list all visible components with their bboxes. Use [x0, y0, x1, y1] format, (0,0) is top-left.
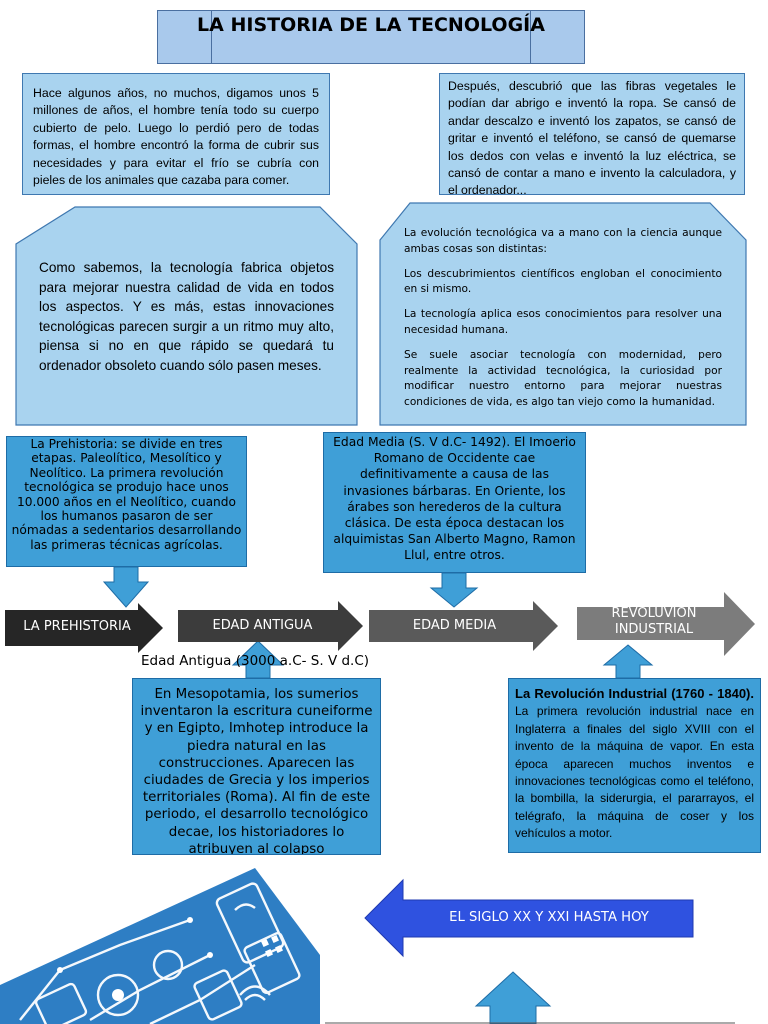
label-industrial-line2: INDUSTRIAL [614, 622, 694, 637]
prehistoria-box: La Prehistoria: se divide en tres etapas… [6, 436, 247, 567]
quality-text: Como sabemos, la tecnología fabrica obje… [39, 260, 334, 373]
antigua-box: En Mesopotamia, los sumerios inventaron … [132, 678, 381, 855]
label-industrial: REVOLUVION INDUSTRIAL [579, 606, 729, 638]
up-arrow-bottom [474, 971, 552, 1024]
label-antigua: EDAD ANTIGUA [212, 618, 313, 633]
arrow-industrial [577, 592, 755, 656]
industrial-box: La Revolución Industrial (1760 - 1840). … [508, 678, 761, 853]
page-title: LA HISTORIA DE LA TECNOLOGÍA [157, 10, 585, 64]
quality-box-shape [15, 206, 358, 426]
science-box: La evolución tecnológica va a mano con l… [404, 226, 722, 426]
science-point-2: La tecnología aplica esos conocimientos … [404, 308, 722, 336]
inventions-text: Después, descubrió que las fibras vegeta… [448, 79, 736, 195]
label-media: EDAD MEDIA [412, 618, 497, 633]
arrow-antigua [178, 601, 363, 651]
label-prehistoria: LA PREHISTORIA [23, 619, 131, 634]
antigua-heading: Edad Antigua (3000 a.C- S. V d.C) [140, 653, 370, 669]
label-siglo: EL SIGLO XX Y XXI HASTA HOY [449, 910, 649, 925]
technology-illustration [0, 868, 320, 1024]
up-arrow-industrial [602, 644, 654, 679]
industrial-heading: La Revolución Industrial (1760 - 1840). [515, 686, 754, 701]
arrow-prehistoria [5, 603, 163, 653]
inventions-box: Después, descubrió que las fibras vegeta… [439, 73, 745, 195]
quality-box: Como sabemos, la tecnología fabrica obje… [39, 258, 334, 408]
science-point-3: Se suele asociar tecnología con modernid… [404, 348, 722, 409]
down-arrow-prehistoria [102, 566, 150, 608]
media-box: Edad Media (S. V d.C- 1492). El Imoerio … [323, 432, 586, 573]
antigua-text: En Mesopotamia, los sumerios inventaron … [140, 687, 373, 855]
prehistoria-text: La Prehistoria: se divide en tres etapas… [11, 437, 242, 552]
media-text: Edad Media (S. V d.C- 1492). El Imoerio … [333, 435, 576, 563]
industrial-body: La primera revolución industrial nace en… [515, 704, 754, 841]
origins-text: Hace algunos años, no muchos, digamos un… [33, 86, 319, 188]
arrow-siglo [364, 878, 694, 958]
page-title-text: LA HISTORIA DE LA TECNOLOGÍA [197, 14, 545, 36]
science-intro: La evolución tecnológica va a mano con l… [404, 227, 722, 255]
origins-box: Hace algunos años, no muchos, digamos un… [22, 73, 330, 195]
industrial-text: La Revolución Industrial (1760 - 1840). … [515, 685, 754, 843]
arrow-media [369, 601, 558, 651]
science-point-1: Los descubrimientos científicos engloban… [404, 267, 722, 296]
down-arrow-media [429, 572, 479, 608]
label-industrial-line1: REVOLUVION [611, 606, 697, 621]
science-box-shape [379, 202, 747, 426]
